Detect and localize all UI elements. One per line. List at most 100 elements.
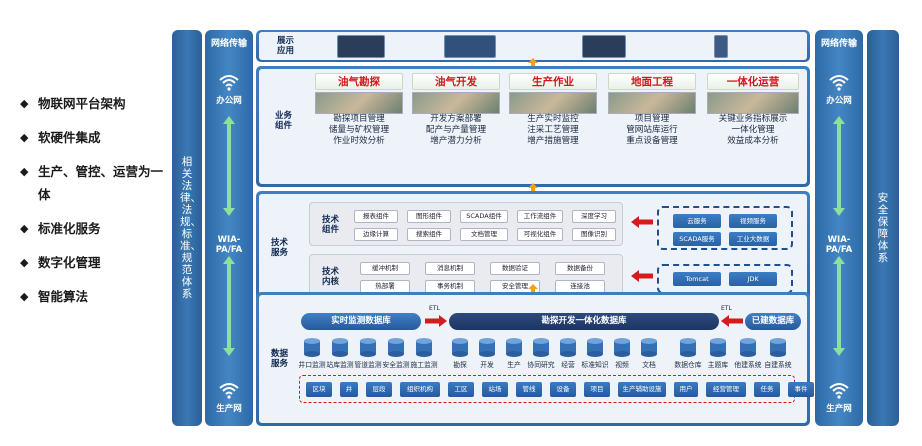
database-icon [478, 337, 496, 357]
wifi-icon [829, 383, 849, 399]
database-label: 主题库 [707, 361, 729, 369]
laws-standards-label: 相关法律、法规、标准、规范体系 [180, 156, 201, 300]
database-label: 经营 [561, 361, 575, 369]
list-item: ◆物联网平台架构 [18, 92, 168, 115]
wifi-icon [219, 383, 239, 399]
service-chip: 云服务 [673, 214, 721, 228]
components-label: 技术组件 [322, 215, 340, 235]
component-chip: 搜索组件 [407, 228, 451, 241]
network-title: 网络传输 [820, 39, 857, 49]
entity-chip: 事件 [788, 382, 814, 397]
list-item: ◆标准化服务 [18, 217, 168, 240]
existing-db-banner: 已建数据库 [745, 313, 801, 330]
database-label: 标准知识 [581, 361, 609, 369]
component-chip: 图像识别 [572, 228, 616, 241]
bidirectional-arrow-icon [833, 256, 845, 356]
list-item: ◆软硬件集成 [18, 126, 168, 149]
module-image [315, 92, 403, 114]
module-image [509, 92, 597, 114]
screen-thumbnail [337, 35, 385, 58]
red-arrow-icon [425, 315, 447, 327]
bidirectional-arrow-icon [223, 116, 235, 216]
data-layer-label: 数据服务 [271, 349, 289, 369]
database-label: 协同研究 [527, 361, 555, 369]
business-layer-label: 业务组件 [275, 111, 293, 131]
component-chip: 工作流组件 [517, 210, 563, 223]
database-icon [331, 337, 349, 357]
cloud-services-box: 云服务 视频服务 SCADA服务 工业大数据 [657, 206, 793, 250]
business-layer: 业务组件 油气勘探 勘探项目管理 储量与矿权管理 作业时效分析 油气开发 开发方… [256, 66, 810, 187]
wifi-icon [219, 75, 239, 91]
database-icon [613, 337, 631, 357]
etl-label: ETL [429, 305, 440, 312]
entity-chip: 组织机构 [400, 382, 440, 397]
diamond-icon: ◆ [20, 222, 29, 235]
component-chip: SCADA组件 [460, 210, 508, 223]
module-image [707, 92, 799, 114]
database-icon [359, 337, 377, 357]
runtime-chip: JDK [729, 272, 777, 286]
diamond-icon: ◆ [20, 256, 29, 269]
database-icon [451, 337, 469, 357]
list-item: ◆智能算法 [18, 285, 168, 308]
database-label: 视频 [615, 361, 629, 369]
red-arrow-icon [631, 270, 653, 282]
diamond-icon: ◆ [20, 290, 29, 303]
component-chip: 图形组件 [407, 210, 451, 223]
entity-chip: 层段 [366, 382, 392, 397]
production-network-label: 生产网 [826, 404, 852, 414]
kernel-chip: 热部署 [360, 280, 410, 293]
component-chip: 可视化组件 [517, 228, 563, 241]
tech-layer-label: 技术服务 [271, 238, 289, 258]
runtime-box: Tomcat JDK [657, 264, 793, 294]
database-label: 管道监测 [354, 361, 382, 369]
entity-chip: 管线 [516, 382, 542, 397]
database-label: 数据仓库 [674, 361, 702, 369]
kernel-chip: 消息机制 [425, 262, 475, 275]
entity-chip: 用户 [674, 382, 698, 397]
entity-chip: 工区 [448, 382, 474, 397]
business-module: 油气勘探 勘探项目管理 储量与矿权管理 作业时效分析 [315, 73, 403, 157]
database-label: 开发 [480, 361, 494, 369]
unified-db-banner: 勘探开发一体化数据库 [449, 313, 719, 330]
data-entities-box: 区块井层段组织机构工区站场管线设备项目生产辅助设施用户经营管理任务事件 [299, 375, 814, 403]
diamond-icon: ◆ [20, 131, 29, 144]
database-icon [532, 337, 550, 357]
component-chip: 深度学习 [572, 210, 616, 223]
kernel-chip: 数据验证 [490, 262, 540, 275]
office-network-label: 办公网 [216, 96, 242, 106]
list-item: ◆数字化管理 [18, 251, 168, 274]
security-band: 安全保障体系 [867, 30, 899, 426]
database-label: 安全监测 [382, 361, 410, 369]
database-icon [505, 337, 523, 357]
database-icon [640, 337, 658, 357]
screen-thumbnail [444, 35, 496, 58]
diamond-icon: ◆ [20, 165, 29, 178]
diamond-icon: ◆ [20, 97, 29, 110]
database-icon [769, 337, 787, 357]
red-arrow-icon [631, 216, 653, 228]
module-image [608, 92, 696, 114]
entity-chip: 井 [340, 382, 358, 397]
list-item: ◆生产、管控、运营为一体 [18, 160, 168, 206]
security-label: 安全保障体系 [877, 192, 889, 264]
service-chip: 工业大数据 [729, 232, 777, 246]
database-icon [415, 337, 433, 357]
business-module: 地面工程 项目管理 管网站库运行 重点设备管理 [608, 73, 696, 157]
network-column-left: 网络传输 办公网 WIA-PA/FA 生产网 [205, 30, 253, 426]
service-chip: 视频服务 [729, 214, 777, 228]
database-label: 井口监测 [298, 361, 326, 369]
entity-chip: 经营管理 [706, 382, 746, 397]
display-layer-label: 展示应用 [277, 36, 295, 56]
database-label: 自建系统 [764, 361, 792, 369]
entity-chip: 区块 [306, 382, 332, 397]
database-icon [709, 337, 727, 357]
database-icon [387, 337, 405, 357]
kernel-chip: 缓冲机制 [360, 262, 410, 275]
module-image [412, 92, 500, 114]
component-chip: 报表组件 [354, 210, 398, 223]
bidirectional-arrow-icon [833, 116, 845, 216]
network-column-right: 网络传输 办公网 WIA-PA/FA 生产网 [815, 30, 863, 426]
production-network-label: 生产网 [216, 404, 242, 414]
component-chip: 边缘计算 [354, 228, 398, 241]
